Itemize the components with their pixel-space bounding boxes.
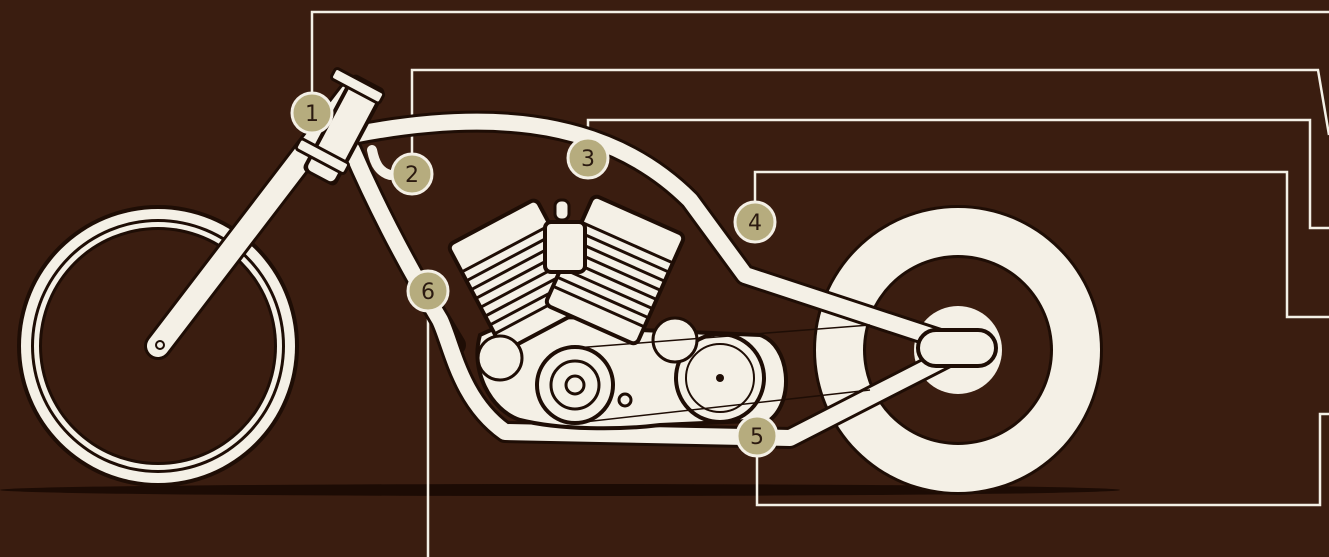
- neck-assembly: [294, 67, 395, 186]
- callout-label-4: 4: [748, 211, 762, 236]
- ground-shadow: [0, 484, 1120, 496]
- callout-markers: 1 2 3 4 5 6: [290, 91, 779, 458]
- downtube: [344, 142, 966, 446]
- callout-marker-4[interactable]: 4: [733, 200, 777, 244]
- callout-label-5: 5: [750, 425, 764, 450]
- callout-label-6: 6: [421, 280, 435, 305]
- callout-marker-5[interactable]: 5: [735, 414, 779, 458]
- front-fork: [144, 81, 364, 360]
- engine: [447, 194, 871, 431]
- callout-marker-1[interactable]: 1: [290, 91, 334, 135]
- leader-line-4: [753, 170, 1329, 319]
- frame-tubes: [344, 113, 966, 446]
- leader-line-5: [755, 412, 1329, 507]
- leader-lines: [310, 10, 1329, 557]
- callout-marker-6[interactable]: 6: [406, 269, 450, 313]
- callout-label-1: 1: [305, 102, 319, 127]
- callout-label-3: 3: [581, 147, 595, 172]
- backbone-tube: [344, 113, 966, 353]
- leader-line-2: [410, 68, 1329, 155]
- callout-marker-2[interactable]: 2: [390, 152, 434, 196]
- rear-axle-plate: [916, 328, 998, 368]
- stator-cover: [535, 345, 615, 425]
- callout-label-2: 2: [405, 163, 419, 188]
- callout-marker-3[interactable]: 3: [566, 136, 610, 180]
- leader-line-1: [310, 10, 1329, 95]
